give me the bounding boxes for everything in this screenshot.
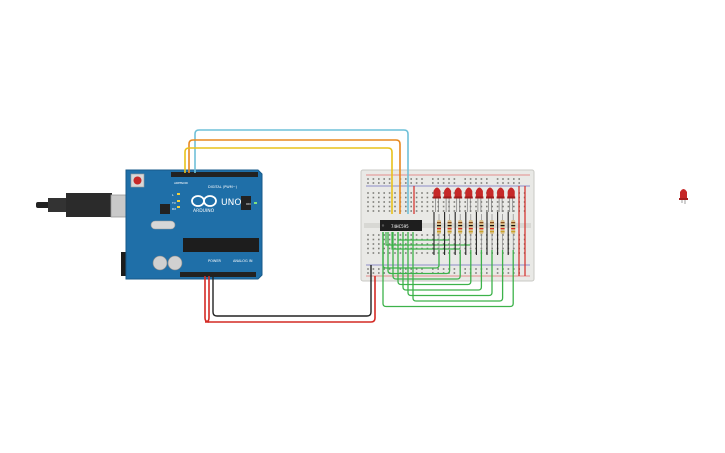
chip-label: 74HC595 <box>391 224 409 229</box>
digital-label: DIGITAL (PWM~) <box>208 185 238 189</box>
wire-green[interactable] <box>412 232 504 302</box>
resistor[interactable] <box>500 214 505 250</box>
wires[interactable] <box>184 129 526 323</box>
wire-yellow[interactable] <box>184 147 393 214</box>
led[interactable] <box>454 187 463 213</box>
usb-cable-plug <box>36 202 50 208</box>
led[interactable] <box>443 187 452 213</box>
gnd-label: GND <box>181 181 189 185</box>
led[interactable] <box>496 187 505 213</box>
wire-green[interactable] <box>391 232 460 250</box>
wire-blue[interactable] <box>194 129 409 214</box>
atmega-chip <box>183 238 259 252</box>
shift-register-chip[interactable]: 74HC595 <box>380 220 422 231</box>
resistor[interactable] <box>511 214 516 250</box>
led[interactable] <box>433 187 441 213</box>
led-row[interactable] <box>433 187 516 213</box>
led[interactable] <box>475 187 484 213</box>
wire-green[interactable] <box>402 232 483 291</box>
wire-red[interactable] <box>204 276 376 323</box>
brand-label: ARDUINO <box>193 208 215 214</box>
usb-cable[interactable] <box>66 193 112 217</box>
resistor[interactable] <box>437 214 441 250</box>
model-label: UNO <box>221 198 241 208</box>
reset-button[interactable] <box>133 176 142 185</box>
analog-label: ANALOG IN <box>233 259 253 263</box>
resistor[interactable] <box>447 214 452 250</box>
wire-green[interactable] <box>385 232 470 246</box>
l-label: L <box>172 193 174 197</box>
resistor-row[interactable] <box>433 212 516 255</box>
digital-header <box>171 172 258 177</box>
aref-label: AREF <box>174 181 182 185</box>
arduino-uno[interactable]: ARDUINO UNO DIGITAL (PWM~) POWER ANALOG … <box>36 169 263 280</box>
resistor[interactable] <box>458 214 463 250</box>
led[interactable] <box>486 187 494 213</box>
resistor[interactable] <box>468 214 473 250</box>
capacitor <box>167 255 183 271</box>
wires-green[interactable] <box>382 232 514 308</box>
wire-green[interactable] <box>392 232 461 280</box>
resistor[interactable] <box>479 214 484 250</box>
wire-green[interactable] <box>387 232 451 275</box>
usb-chip <box>160 204 170 214</box>
wire-black[interactable] <box>212 265 372 317</box>
wire-green[interactable] <box>407 232 493 297</box>
power-analog-header <box>180 272 256 277</box>
wire-orange[interactable] <box>188 139 401 214</box>
led[interactable] <box>507 187 516 213</box>
wire-green[interactable] <box>397 232 450 241</box>
loose-led[interactable] <box>679 189 688 204</box>
rx-label: RX <box>172 207 176 211</box>
tx-label: TX <box>171 201 176 205</box>
power-label: POWER <box>208 259 222 263</box>
wire-green[interactable] <box>382 232 514 308</box>
arduino-logo <box>191 195 217 207</box>
wire-green[interactable] <box>397 232 472 286</box>
capacitor <box>152 255 168 271</box>
resistor[interactable] <box>490 214 494 250</box>
crystal <box>150 220 176 230</box>
led[interactable] <box>464 187 473 213</box>
on-label: ON <box>246 202 251 206</box>
icsp-header <box>241 196 251 210</box>
